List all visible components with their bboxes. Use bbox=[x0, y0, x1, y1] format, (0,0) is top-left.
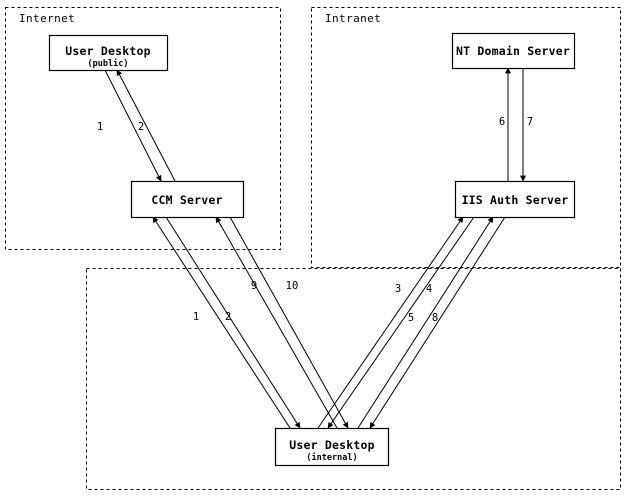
zone-internet bbox=[5, 7, 281, 250]
node-nt-domain-server[interactable]: NT Domain Server bbox=[451, 32, 576, 70]
iis-auth-server-title: IIS Auth Server bbox=[462, 193, 569, 207]
ccm-server-box[interactable] bbox=[130, 180, 245, 219]
step-label-3: 3 bbox=[395, 283, 401, 295]
flow-3-internal-to-iis bbox=[317, 216, 464, 429]
flow-10-ccm-to-internal bbox=[229, 216, 349, 429]
user-desktop-internal-title: User Desktop bbox=[289, 438, 374, 452]
ccm-server-title: CCM Server bbox=[151, 193, 222, 207]
nt-domain-server-box[interactable] bbox=[451, 32, 576, 70]
step-label-10: 10 bbox=[286, 280, 299, 292]
node-user-desktop-internal[interactable]: User Desktop (internal) bbox=[274, 427, 390, 467]
user-desktop-public-title: User Desktop bbox=[65, 44, 150, 58]
node-user-desktop-public[interactable]: User Desktop (public) bbox=[48, 34, 169, 72]
flow-2-ccm-to-internal bbox=[165, 216, 301, 429]
step-label-6: 6 bbox=[499, 116, 505, 128]
zone-intranet-label: Intranet bbox=[325, 12, 381, 25]
node-ccm-server[interactable]: CCM Server bbox=[130, 180, 245, 219]
node-iis-auth-server[interactable]: IIS Auth Server bbox=[454, 180, 576, 219]
flow-8-iis-to-internal bbox=[369, 216, 506, 429]
zone-intranet bbox=[311, 7, 621, 268]
step-label-4: 4 bbox=[426, 283, 432, 295]
flow-1-public-to-ccm bbox=[104, 69, 162, 182]
zone-internet-label: Internet bbox=[19, 12, 75, 25]
flow-4-iis-to-internal bbox=[327, 216, 475, 429]
user-desktop-public-subtitle: (public) bbox=[88, 58, 129, 69]
step-label-1-public: 1 bbox=[97, 121, 103, 133]
step-label-8: 8 bbox=[432, 312, 438, 324]
step-label-9: 9 bbox=[251, 280, 257, 292]
step-label-2-public: 2 bbox=[138, 121, 144, 133]
zone-lan bbox=[86, 268, 621, 490]
user-desktop-public-box[interactable] bbox=[48, 34, 169, 72]
flow-9-internal-to-ccm bbox=[215, 216, 338, 429]
flow-1-internal-to-ccm bbox=[152, 216, 291, 429]
step-label-5: 5 bbox=[408, 312, 414, 324]
step-label-7: 7 bbox=[527, 116, 533, 128]
user-desktop-internal-box[interactable] bbox=[274, 427, 390, 467]
flow-5-internal-to-iis bbox=[357, 216, 494, 429]
nt-domain-server-title: NT Domain Server bbox=[456, 44, 570, 58]
step-label-2-internal: 2 bbox=[225, 311, 231, 323]
step-label-1-internal: 1 bbox=[193, 311, 199, 323]
iis-auth-server-box[interactable] bbox=[454, 180, 576, 219]
user-desktop-internal-subtitle: (internal) bbox=[306, 452, 357, 463]
flow-2-ccm-to-public bbox=[116, 69, 176, 182]
